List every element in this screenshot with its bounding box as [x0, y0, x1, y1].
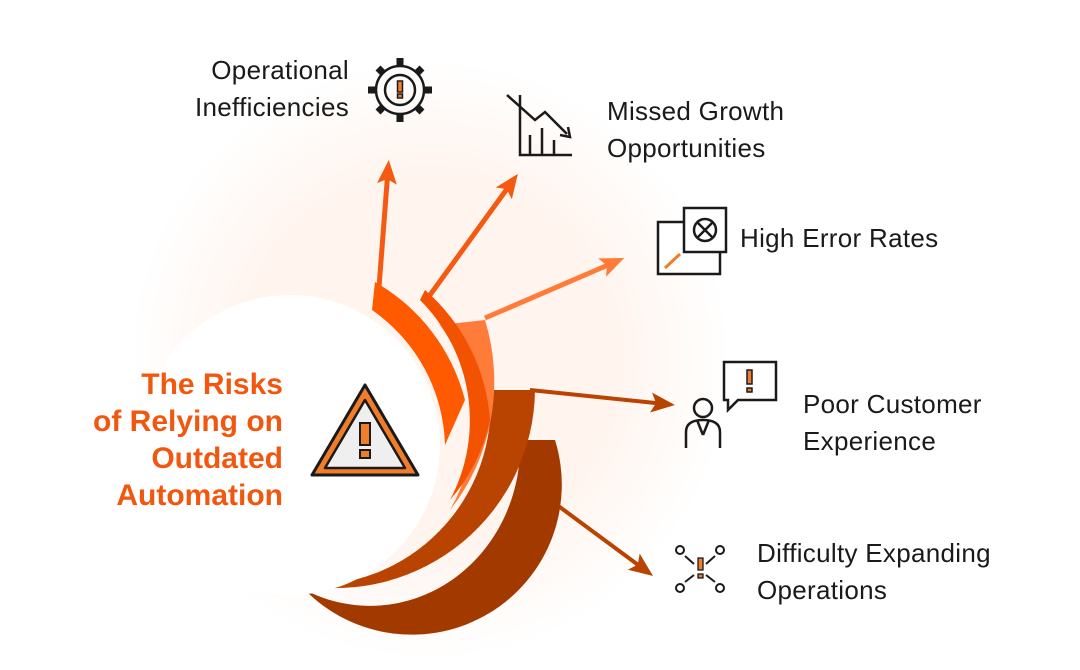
page-title: The Risks of Relying on Outdated Automat…	[93, 366, 283, 514]
label-line: Difficulty Expanding	[757, 538, 991, 568]
label-line: Experience	[803, 426, 937, 456]
arrow-growth	[427, 173, 518, 297]
label-line: Inefficiencies	[194, 92, 349, 122]
warning-triangle-icon	[310, 383, 420, 477]
band-3	[440, 320, 495, 510]
label-line: High Error Rates	[740, 223, 939, 253]
arrow-customer	[529, 388, 675, 413]
risk-difficulty-expanding: Difficulty Expanding Operations	[757, 535, 991, 609]
declining-chart-icon	[506, 94, 572, 157]
title-line: The Risks	[141, 368, 283, 401]
label-line: Opportunities	[607, 133, 766, 163]
label-line: Operations	[757, 575, 888, 605]
band-5	[305, 440, 562, 635]
risk-operational-inefficiencies: Operational Inefficiencies	[195, 52, 349, 126]
band-1	[372, 282, 465, 445]
title-line: of Relying on	[93, 405, 283, 438]
risk-high-error-rates: High Error Rates	[740, 220, 938, 257]
label-line: Poor Customer	[803, 389, 982, 419]
title-line: Outdated	[151, 442, 283, 475]
gear-warning-icon	[368, 58, 432, 122]
arrow-operational	[375, 160, 397, 301]
center-circle	[140, 295, 440, 595]
risk-poor-customer-experience: Poor Customer Experience	[803, 386, 982, 460]
customer-support-alert-icon	[684, 360, 778, 448]
band-4	[300, 390, 535, 589]
risk-missed-growth: Missed Growth Opportunities	[607, 93, 784, 167]
band-2	[420, 290, 490, 500]
label-line: Operational	[211, 55, 349, 85]
label-line: Missed Growth	[607, 96, 785, 126]
error-document-icon	[656, 206, 728, 276]
arrow-error	[484, 258, 625, 321]
title-line: Automation	[116, 479, 283, 512]
network-warning-icon	[675, 545, 725, 593]
